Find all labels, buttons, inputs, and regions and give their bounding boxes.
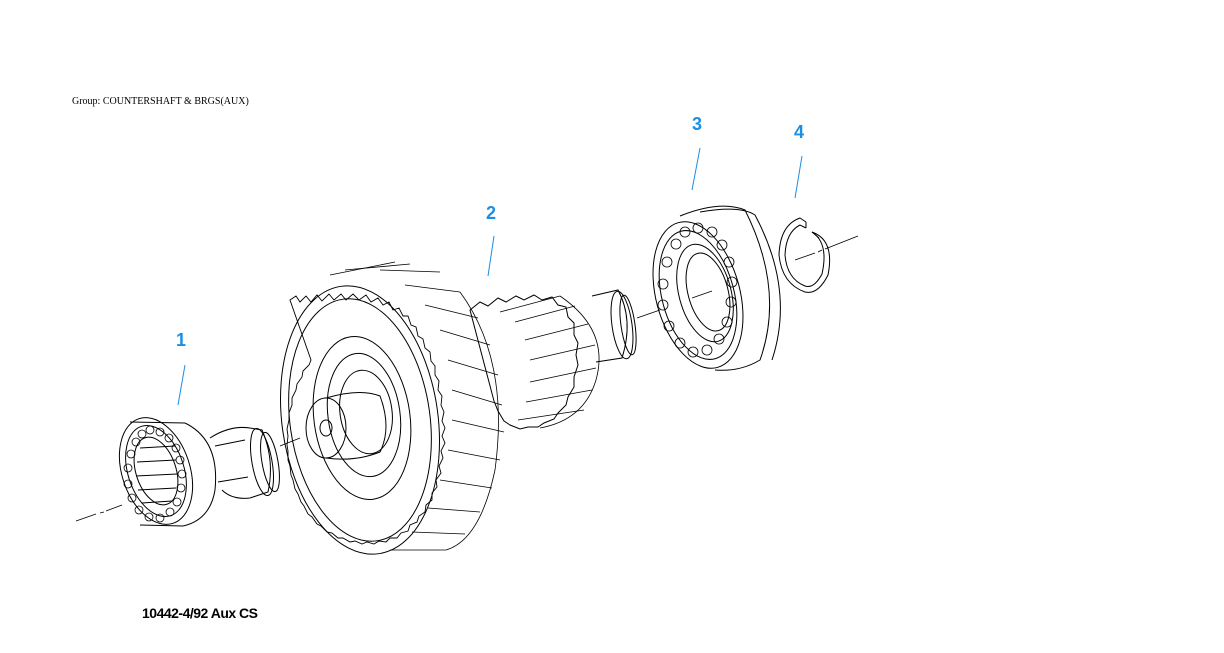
callout-2[interactable]: 2: [486, 203, 497, 223]
callout-3[interactable]: 3: [692, 114, 703, 134]
snap-ring-part-4: [778, 217, 831, 293]
figure-id: 10442-4/92 Aux CS: [142, 605, 258, 621]
bearing-part-3: [652, 205, 781, 371]
callout-4[interactable]: 4: [794, 122, 805, 142]
center-axis: [75, 235, 859, 522]
callout-1[interactable]: 1: [176, 330, 187, 350]
group-label: Group: COUNTERSHAFT & BRGS(AUX): [72, 96, 249, 107]
leader-lines: [177, 147, 803, 406]
roller-bearing-part-1: [118, 417, 217, 527]
countershaft-part-2: [209, 261, 637, 555]
